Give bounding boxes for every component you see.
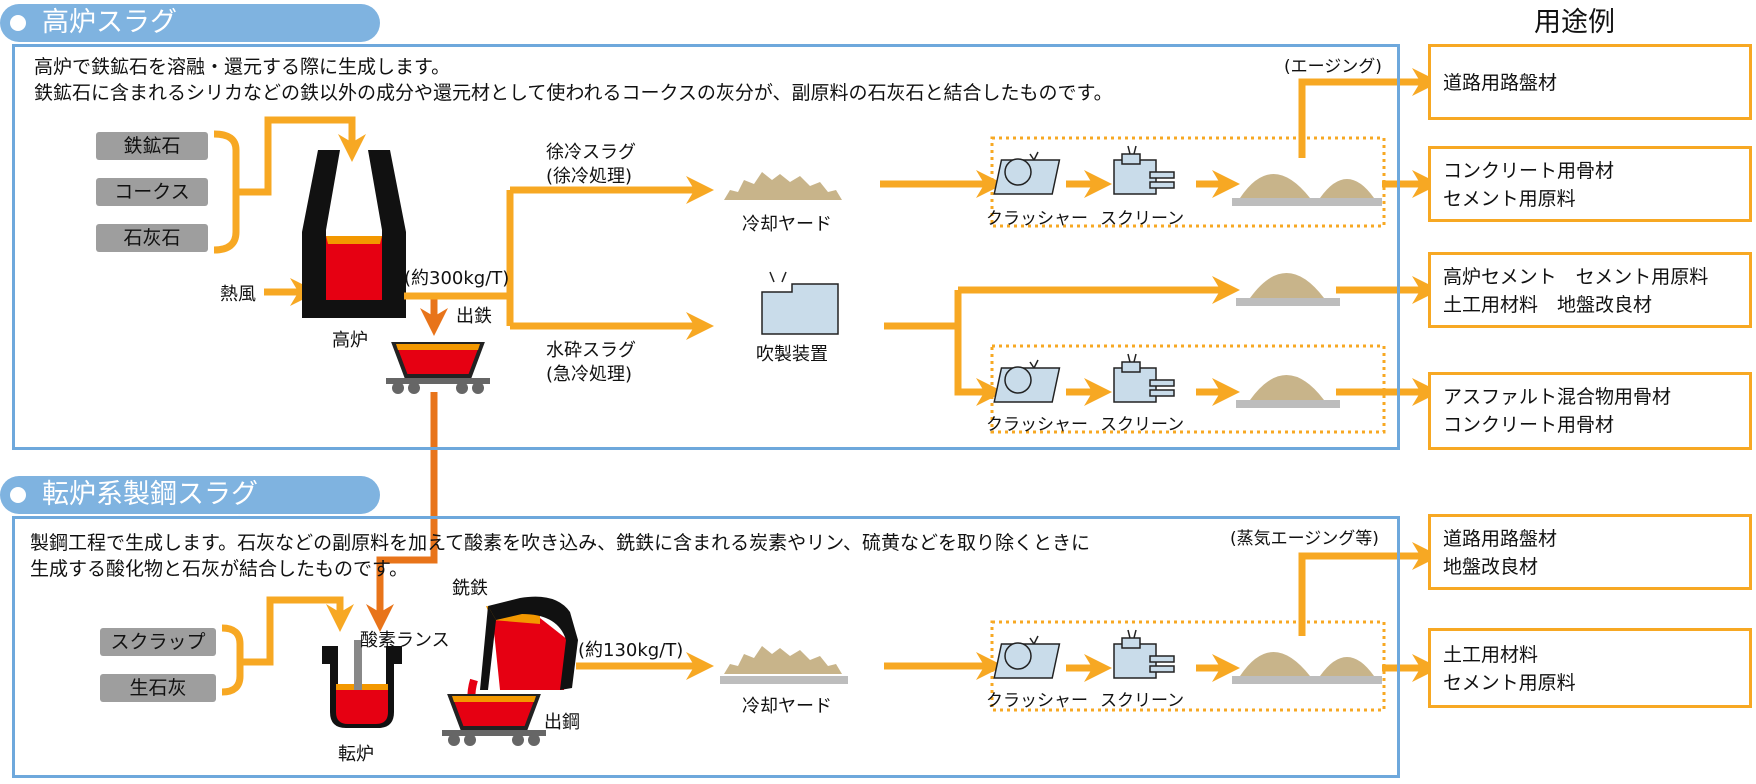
use-box-steel-road: 道路用路盤材 地盤改良材 [1428,514,1752,590]
slow-cooled-slag-label: 徐冷スラグ [546,142,636,163]
granulated-slag-label: 水砕スラグ [546,340,636,361]
screen-label: スクリーン [1100,415,1185,435]
steel-slag-title-pill [0,476,380,514]
pig-iron-in-label: 銑鉄 [452,578,488,599]
use-item: 高炉セメント セメント用原料 [1443,266,1709,288]
steel-description-line-1: 製鋼工程で生成します。石灰などの副原料を加えて酸素を吹き込み、銑鉄に含まれる炭素… [30,532,1091,554]
screen-label: スクリーン [1100,691,1185,711]
screen-label: スクリーン [1100,209,1185,229]
uses-title: 用途例 [1534,7,1615,38]
use-box-bf-cement: 高炉セメント セメント用原料 土工用材料 地盤改良材 [1428,252,1752,328]
use-item: 地盤改良材 [1443,556,1539,578]
granulator-icon [761,271,839,335]
use-box-concrete-cement: コンクリート用骨材 セメント用原料 [1428,146,1752,222]
use-item: 土工用材料 [1443,644,1539,666]
use-item: コンクリート用骨材 [1443,160,1615,182]
blast-furnace-description-line-2: 鉄鉱石に含まれるシリカなどの鉄以外の成分や還元材として使われるコークスの灰分が、… [34,82,1113,104]
steel-out-label: 出鋼 [544,712,580,733]
blast-furnace-label: 高炉 [332,330,368,351]
input-coke: コークス [96,178,208,206]
cooling-yard-label: 冷却ヤード [742,214,832,235]
blast-furnace-title-pill [0,4,380,42]
blast-furnace-description-line-1: 高炉で鉄鉱石を溶融・還元する際に生成します。 [34,56,451,78]
slow-cooled-process-label: (徐冷処理) [546,166,633,187]
use-item: アスファルト混合物用骨材 [1443,386,1672,408]
use-item: セメント用原料 [1443,188,1576,210]
steam-aging-label: (蒸気エージング等) [1230,529,1379,549]
crusher-label: クラッシャー [986,691,1088,711]
pig-iron-transfer-line [366,392,438,632]
inputs-arrow [236,116,366,196]
use-box-steel-earthwork: 土工用材料 セメント用原料 [1428,628,1752,708]
input-limestone: 石灰石 [96,224,208,252]
steel-description-line-2: 生成する酸化物と石灰が結合したものです。 [30,558,409,580]
pig-iron-out-label: 出鉄 [456,306,492,327]
use-item: 土工用材料 地盤改良材 [1443,294,1653,316]
steel-slag-title: 転炉系製鋼スラグ [42,479,258,510]
title-bullet-icon [10,15,26,31]
oxygen-lance-label: 酸素ランス [360,630,450,651]
use-box-asphalt: アスファルト混合物用骨材 コンクリート用骨材 [1428,372,1752,450]
steel-slag-yield: (約130kg/T) [578,640,684,661]
blast-furnace-yield: (約300kg/T) [404,268,510,289]
converter-shape [322,640,402,728]
use-item: 道路用路盤材 [1443,72,1558,94]
crusher-label: クラッシャー [986,209,1088,229]
blast-furnace-frame [12,44,1400,450]
use-item: セメント用原料 [1443,672,1576,694]
title-bullet-icon [10,487,26,503]
blast-furnace-title: 高炉スラグ [42,7,177,38]
input-quicklime: 生石灰 [100,674,216,702]
aging-label: (エージング) [1284,57,1382,77]
use-box-road-base: 道路用路盤材 [1428,44,1752,120]
granulated-process-label: (急冷処理) [546,364,633,385]
input-iron-ore: 鉄鉱石 [96,132,208,160]
crusher-label: クラッシャー [986,415,1088,435]
use-item: 道路用路盤材 [1443,528,1558,550]
input-scrap: スクラップ [100,628,216,656]
granulator-label: 吹製装置 [756,344,828,365]
tilted-converter-shape [467,596,578,716]
blast-furnace-shape [302,150,406,318]
cooling-yard-label: 冷却ヤード [742,696,832,717]
steel-slag-frame [12,516,1400,778]
use-item: コンクリート用骨材 [1443,414,1615,436]
hot-air-label: 熱風 [220,284,256,305]
converter-label: 転炉 [338,744,374,765]
